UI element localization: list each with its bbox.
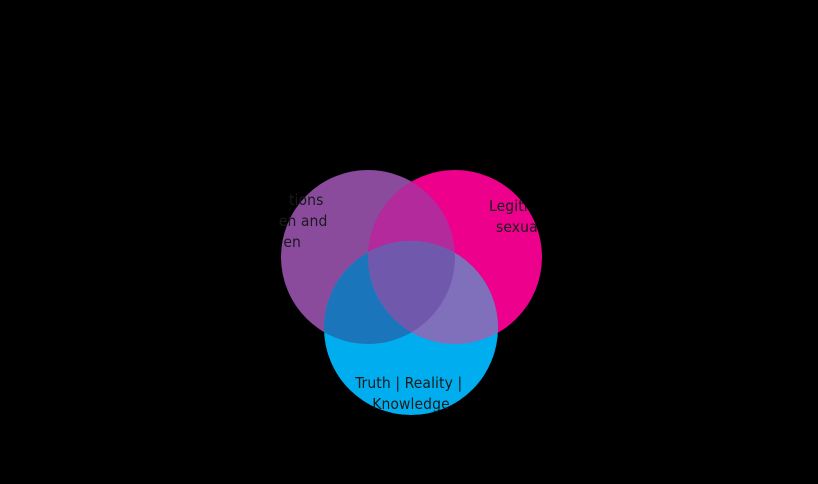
venn-label-left: tions en and en	[279, 191, 332, 251]
venn-circles-group	[281, 170, 542, 415]
venn-label-right-line-2: sexual	[496, 218, 542, 236]
venn-label-bottom: Truth | Reality | Knowledge	[354, 374, 467, 413]
venn-label-left-line-2: en and	[279, 212, 328, 230]
label-bottom-clipgroup: Truth | Reality | Knowledge	[354, 374, 467, 413]
venn-label-left-line-3: en	[283, 233, 301, 251]
venn-label-bottom-line-1: Truth | Reality |	[354, 374, 462, 392]
venn-labels-group: tions en and en Legitim sexual Truth | R…	[279, 191, 542, 413]
label-left-clipgroup: tions en and en	[279, 191, 332, 251]
venn-label-left-line-1: tions	[289, 191, 323, 209]
venn-label-bottom-line-2: Knowledge	[372, 395, 450, 413]
